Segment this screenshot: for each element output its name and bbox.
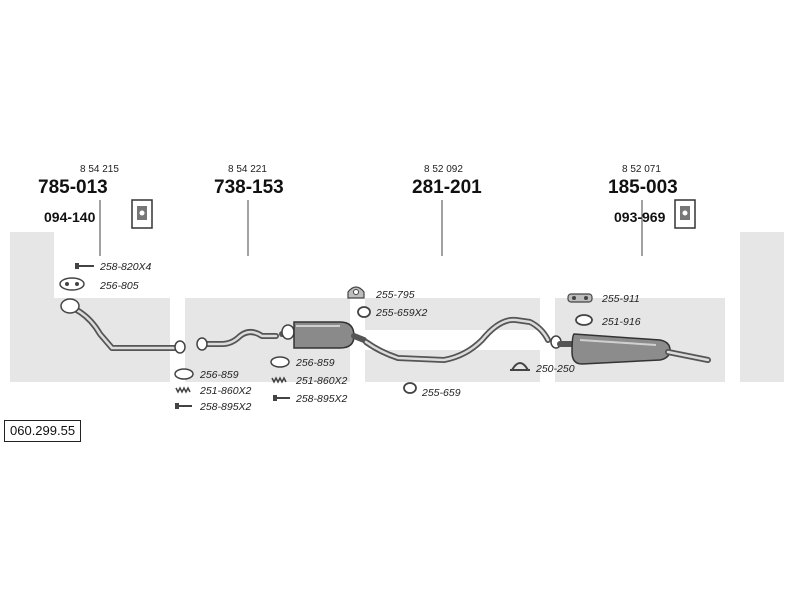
section-2: 8 54 221 738-153 (214, 164, 284, 256)
fitting-label: 255-911 (601, 293, 640, 305)
fitting-label: 256-805 (99, 280, 139, 292)
fitting-label: 250-250 (535, 363, 575, 375)
fitting-item: 256-805 (59, 277, 139, 292)
fitting-label: 255-659 (421, 387, 461, 399)
fitting-label: 256-859 (199, 369, 239, 381)
fitting-item: 258-820X4 (75, 261, 152, 273)
bolt-icon (75, 263, 94, 269)
bracket-icon (674, 199, 696, 229)
fitting-label: 251-860X2 (199, 385, 252, 397)
reference-number: 060.299.55 (4, 420, 82, 442)
spring-icon (271, 376, 287, 384)
fitting-item: 255-659X2 (357, 306, 428, 319)
fitting-item: 251-916 (575, 314, 641, 328)
fitting-item: 255-911 (567, 293, 640, 305)
bolt-icon (273, 395, 290, 401)
fitting-item: 256-859 (174, 368, 239, 381)
oe-number: 8 54 221 (228, 164, 267, 175)
rear-silencer (550, 333, 711, 365)
bracket-number: 093-969 (614, 209, 666, 225)
fitting-label: 258-895X2 (295, 393, 348, 405)
rubber-ring-icon (357, 306, 371, 318)
fitting-item: 251-860X2 (271, 375, 348, 387)
fitting-label: 255-795 (375, 289, 415, 301)
fitting-label: 256-859 (295, 357, 335, 369)
fitting-label: 251-860X2 (295, 375, 348, 387)
front-pipe (60, 298, 186, 354)
section-4: 8 52 071 185-003 093-969 (608, 164, 696, 256)
fitting-item: 250-250 (510, 362, 575, 375)
middle-pipe (363, 316, 551, 363)
fitting-label: 258-820X4 (99, 261, 152, 273)
fitting-item: 251-860X2 (175, 385, 252, 397)
mount-icon (567, 293, 593, 303)
ring-gasket-icon (270, 356, 290, 368)
part-number: 785-013 (38, 177, 108, 198)
section-1: 8 54 215 785-013 094-140 (38, 164, 153, 256)
intermediate-pipe (196, 329, 279, 351)
bolt-icon (175, 403, 192, 409)
spring-icon (175, 386, 191, 394)
bracket-icon (131, 199, 153, 229)
section-3: 8 52 092 281-201 (412, 164, 482, 256)
fitting-item: 258-895X2 (273, 393, 348, 405)
part-number: 185-003 (608, 177, 678, 198)
bracket-number: 094-140 (44, 209, 96, 225)
oe-number: 8 52 071 (622, 164, 661, 175)
hanger-icon (347, 286, 365, 299)
fitting-item: 258-895X2 (175, 401, 252, 413)
ring-gasket-icon (174, 368, 194, 380)
fitting-label: 258-895X2 (199, 401, 252, 413)
part-number: 281-201 (412, 177, 482, 198)
oe-number: 8 52 092 (424, 164, 463, 175)
rubber-ring-icon (575, 314, 593, 326)
fitting-item: 256-859 (270, 356, 335, 369)
clamp-icon (510, 362, 530, 371)
fitting-item: 255-659 (403, 382, 461, 399)
flange-gasket-icon (59, 277, 85, 291)
rubber-ring-icon (403, 382, 417, 394)
part-number: 738-153 (214, 177, 284, 198)
fitting-label: 255-659X2 (375, 307, 428, 319)
oe-number: 8 54 215 (80, 164, 119, 175)
fitting-item: 255-795 (347, 286, 415, 301)
catalytic-converter (279, 321, 367, 349)
fitting-label: 251-916 (601, 316, 641, 328)
